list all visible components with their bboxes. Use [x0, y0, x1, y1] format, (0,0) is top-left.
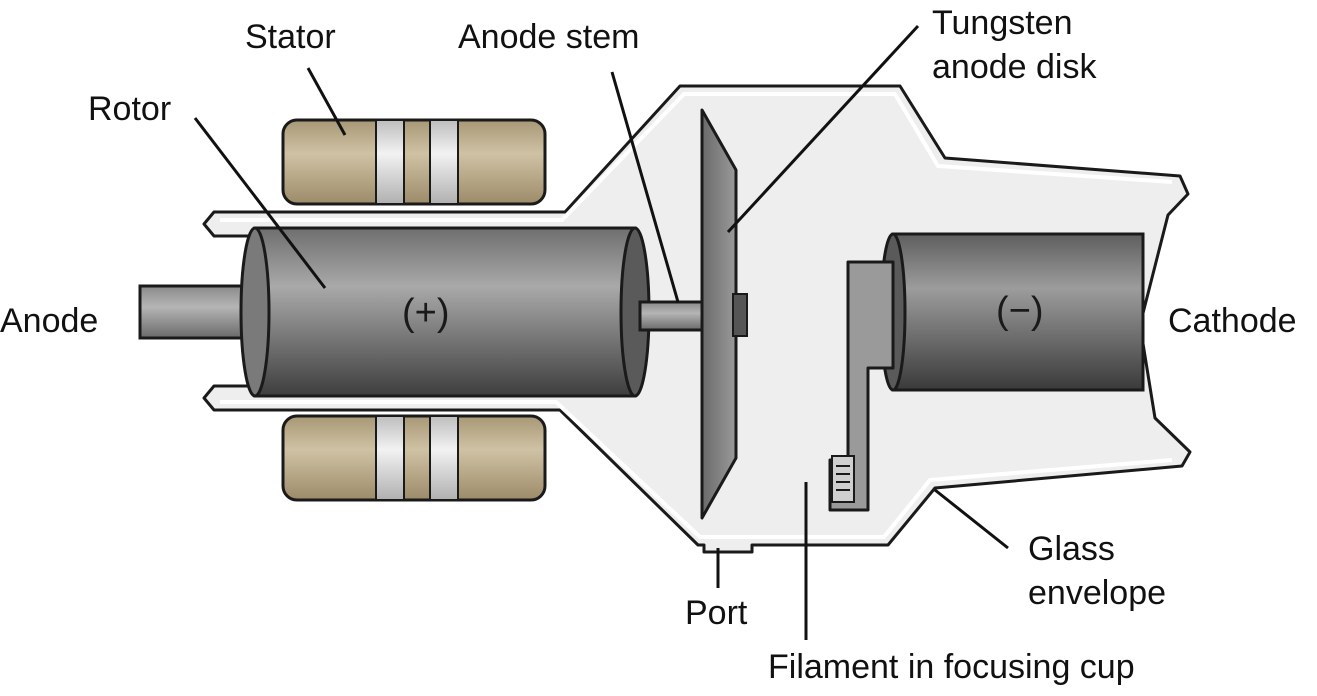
- label-cathode: Cathode: [1168, 302, 1297, 340]
- label-stator: Stator: [245, 18, 336, 56]
- label-tungsten-line1: Tungsten: [932, 4, 1073, 42]
- leader-lines: [193, 24, 1009, 640]
- anode-stem-leader: [610, 71, 680, 303]
- tungsten-anode-disk: [700, 108, 748, 520]
- filament-coil: [831, 455, 855, 503]
- label-anode: Anode: [0, 302, 99, 340]
- label-filament: Filament in focusing cup: [768, 648, 1135, 686]
- label-port: Port: [685, 594, 748, 632]
- negative-symbol: (−): [996, 290, 1044, 332]
- anode-stem: [638, 300, 712, 332]
- glass-leader: [934, 488, 1009, 550]
- rotor-cylinder: [239, 226, 651, 398]
- stator-leader: [306, 67, 347, 136]
- label-glass-line2: envelope: [1028, 574, 1167, 612]
- positive-symbol: (+): [402, 292, 450, 334]
- stator-top: [281, 118, 547, 206]
- label-rotor: Rotor: [88, 90, 172, 128]
- label-tungsten-line2: anode disk: [932, 48, 1097, 86]
- glass-envelope-inner-line: [220, 92, 1173, 222]
- stator-bottom: [281, 414, 547, 502]
- cathode-assembly: [828, 232, 1145, 512]
- label-anode-stem: Anode stem: [458, 18, 640, 56]
- rotor-leader: [193, 117, 327, 289]
- label-glass-line1: Glass: [1028, 530, 1115, 568]
- tungsten-leader: [726, 24, 920, 234]
- glass-envelope-inner-line-bottom: [220, 400, 1173, 539]
